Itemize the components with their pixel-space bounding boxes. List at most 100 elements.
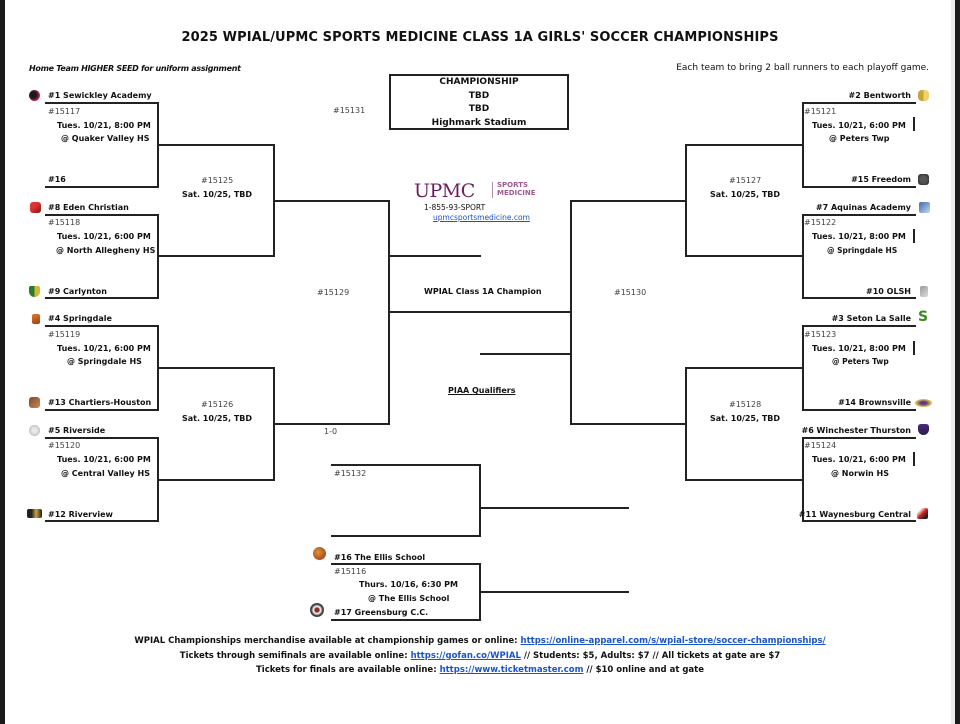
bracket-line <box>802 520 916 522</box>
team-name: #12 Riverview <box>48 510 113 519</box>
bentworth-logo-icon <box>918 90 929 101</box>
ball-runners-note: Each team to bring 2 ball runners to eac… <box>676 63 929 73</box>
game-time: Sat. 10/25, TBD <box>182 190 253 199</box>
bracket-line <box>45 437 159 439</box>
game-time: Sat. 10/25, TBD <box>710 414 781 423</box>
game-id: #15116 <box>334 567 367 576</box>
bracket-line <box>685 367 687 481</box>
game-id: #15120 <box>48 441 81 450</box>
bracket-line <box>45 520 159 522</box>
bracket-line <box>388 255 481 257</box>
game-id: #15122 <box>804 218 837 227</box>
bracket-line <box>45 297 159 299</box>
bracket-line <box>685 144 803 146</box>
upmc-logo: UPMC <box>414 180 475 202</box>
bracket-line <box>388 311 571 313</box>
bracket-tick <box>913 341 915 355</box>
window-frame-left <box>0 0 5 724</box>
bracket-line <box>331 535 481 537</box>
championship-venue: Highmark Stadium <box>431 117 527 128</box>
sewickley-logo-icon <box>29 90 40 101</box>
game-time: Sat. 10/25, TBD <box>182 414 253 423</box>
team-name: #5 Riverside <box>48 426 106 435</box>
greensburg-cc-logo-icon <box>310 603 324 617</box>
eden-christian-logo-icon <box>30 202 41 213</box>
page-title: 2025 WPIAL/UPMC SPORTS MEDICINE CLASS 1A… <box>181 30 779 45</box>
bracket-line <box>157 367 274 369</box>
footer-tickets-line: Tickets through semifinals are available… <box>0 651 960 661</box>
game-id: #15129 <box>317 288 350 297</box>
game-id: #15123 <box>804 330 837 339</box>
upmc-logo-divider <box>492 182 493 198</box>
footer-merch-line: WPIAL Championships merchandise availabl… <box>0 636 960 646</box>
springdale-logo-icon <box>32 314 40 324</box>
upmc-logo-subtitle: SPORTS MEDICINE <box>497 181 536 197</box>
game-time: Tues. 10/21, 6:00 PM <box>57 455 151 464</box>
sponsor-website-link[interactable]: upmcsportsmedicine.com <box>433 213 530 222</box>
champion-label: WPIAL Class 1A Champion <box>424 287 542 296</box>
bracket-line <box>802 186 916 188</box>
bracket-line <box>685 479 803 481</box>
team-name: #9 Carlynton <box>48 287 107 296</box>
game-id: #15125 <box>201 176 234 185</box>
game-time: Tues. 10/21, 6:00 PM <box>812 455 906 464</box>
bracket-line <box>802 325 804 411</box>
team-name: #13 Chartiers-Houston <box>48 398 152 407</box>
bracket-line <box>802 214 804 299</box>
chartiers-houston-logo-icon <box>29 397 40 408</box>
bracket-line <box>802 437 916 439</box>
game-time: Tues. 10/21, 6:00 PM <box>57 232 151 241</box>
team-name: #8 Eden Christian <box>48 203 129 212</box>
bracket-line <box>331 563 481 565</box>
sponsor-phone: 1-855-93-SPORT <box>424 203 486 212</box>
game-location: @ Peters Twp <box>829 134 890 143</box>
bracket-line <box>157 144 274 146</box>
merch-link[interactable]: https://online-apparel.com/s/wpial-store… <box>520 636 826 646</box>
team-name: #15 Freedom <box>851 175 911 184</box>
bracket-line <box>45 409 159 411</box>
bracket-line <box>273 200 390 202</box>
bracket-line <box>273 423 390 425</box>
seton-la-salle-logo-icon: S <box>918 309 929 325</box>
game-id: #15119 <box>48 330 81 339</box>
bracket-line <box>45 102 159 104</box>
riverview-logo-icon <box>27 509 42 518</box>
game-id: #15121 <box>804 107 837 116</box>
ticketmaster-link[interactable]: https://www.ticketmaster.com <box>439 665 584 675</box>
aquinas-academy-logo-icon <box>919 202 930 213</box>
game-location: @ Springdale HS <box>67 357 142 366</box>
bracket-line <box>802 437 804 522</box>
piaa-qualifiers-label: PIAA Qualifiers <box>448 386 516 395</box>
team-name: #10 OLSH <box>866 287 911 296</box>
carlynton-logo-icon <box>29 286 40 297</box>
bracket-line <box>802 214 916 216</box>
game-location: @ The Ellis School <box>368 594 450 603</box>
team-name: #7 Aquinas Academy <box>815 203 911 212</box>
bracket-line <box>570 200 686 202</box>
team-name: #16 <box>48 175 66 184</box>
game-id: #15132 <box>334 469 367 478</box>
game-id: #15130 <box>614 288 647 297</box>
bracket-line <box>685 367 803 369</box>
game-id: #15117 <box>48 107 81 116</box>
team-name: #1 Sewickley Academy <box>48 91 152 100</box>
gofan-link[interactable]: https://gofan.co/WPIAL <box>410 651 521 661</box>
bracket-line <box>570 200 572 425</box>
game-location: @ North Allegheny HS <box>56 246 156 255</box>
footer-finals-line: Tickets for finals are available online:… <box>0 665 960 675</box>
game-location: @ Peters Twp <box>832 357 889 366</box>
bracket-tick <box>913 452 915 466</box>
bracket-line <box>480 353 571 355</box>
bracket-line <box>479 464 481 537</box>
bracket-line <box>45 325 159 327</box>
team-name: #6 Winchester Thurston <box>801 426 912 435</box>
footer-tickets-prices: // Students: $5, Adults: $7 // All ticke… <box>520 651 781 661</box>
team-name: #4 Springdale <box>48 314 112 323</box>
footer-finals-prices: // $10 online and at gate <box>583 665 704 675</box>
riverside-logo-icon <box>29 425 40 436</box>
bracket-line <box>802 325 916 327</box>
game-time: Tues. 10/21, 8:00 PM <box>57 121 151 130</box>
bracket-line <box>45 186 159 188</box>
bracket-line <box>479 591 629 593</box>
game-location: @ Central Valley HS <box>61 469 150 478</box>
